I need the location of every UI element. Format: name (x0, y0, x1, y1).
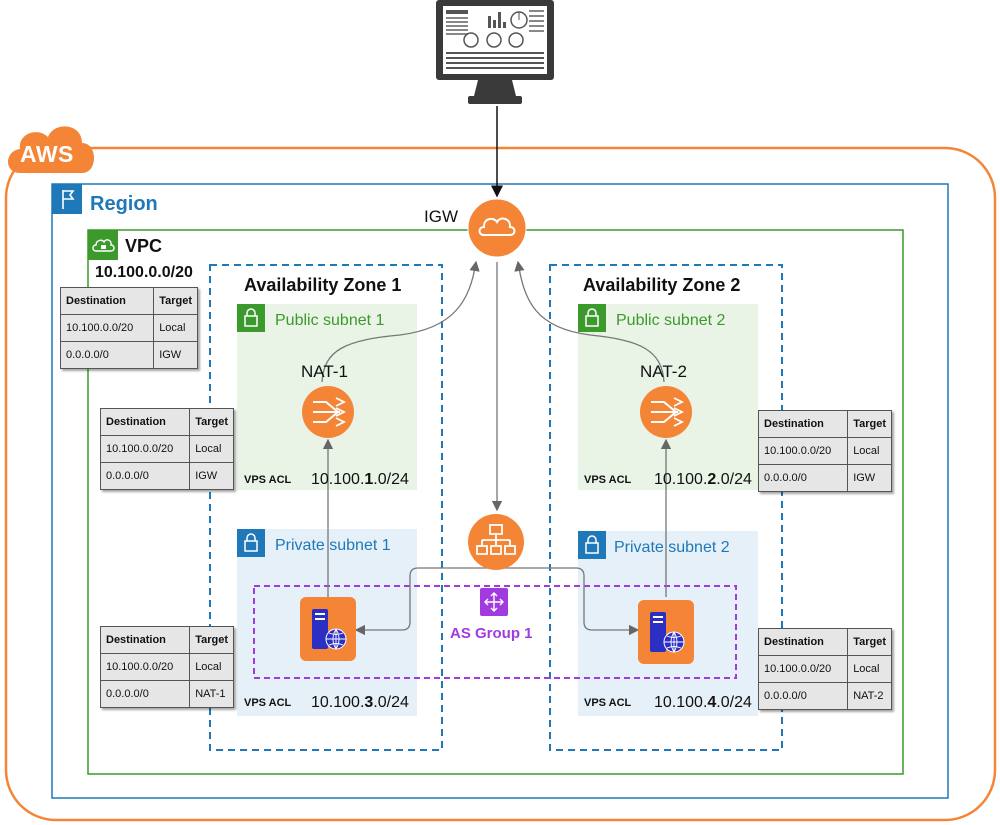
route-table-header: Destination (99, 626, 191, 654)
route-table-header: Target (189, 408, 234, 436)
acl-label-private-2: VPS ACL (584, 697, 632, 709)
route-target: Local (189, 435, 234, 463)
region-flag-icon (52, 184, 82, 214)
public-subnet-2-lock-icon (578, 304, 606, 332)
route-destination: 0.0.0.0/0 (757, 682, 849, 710)
acl-label-public-1: VPS ACL (244, 474, 292, 486)
availability-zone-1-boundary (209, 264, 443, 751)
route-target: Local (847, 655, 892, 683)
web-server-instance-2-icon[interactable] (638, 600, 694, 664)
acl-label-private-1: VPS ACL (244, 697, 292, 709)
nat2-to-igw-line (514, 260, 665, 383)
nat-gateway-1-icon[interactable] (300, 384, 356, 440)
nat-gateway-2-icon[interactable] (638, 384, 694, 440)
internet-gateway-icon[interactable] (466, 197, 528, 259)
as-group-label: AS Group 1 (450, 625, 533, 642)
availability-zone-2-boundary (549, 264, 783, 751)
as-group-boundary (253, 585, 737, 679)
availability-zone-1-title: Availability Zone 1 (244, 275, 402, 295)
private-subnet-2-lock-icon (578, 531, 606, 559)
cidr-public-subnet-2: 10.100.2.0/24 (654, 471, 752, 488)
route-destination: 10.100.0.0/20 (59, 314, 155, 342)
route-destination: 10.100.0.0/20 (757, 655, 849, 683)
private-subnet-1-title: Private subnet 1 (275, 537, 391, 554)
route-table-header: Target (847, 628, 892, 656)
route-table-header: Target (189, 626, 234, 654)
route-destination: 10.100.0.0/20 (99, 435, 191, 463)
lb-to-instance1-line (354, 567, 497, 636)
route-target: Local (847, 437, 892, 465)
vpc-title: VPC (125, 236, 163, 256)
private-subnet-1-lock-icon (237, 529, 265, 557)
public-subnet-2-title: Public subnet 2 (616, 312, 726, 329)
cidr-private-subnet-1: 10.100.3.0/24 (311, 694, 409, 711)
route-table-header: Destination (757, 628, 849, 656)
route-table-header: Destination (757, 410, 849, 438)
route-target: IGW (189, 462, 234, 490)
route-destination: 10.100.0.0/20 (99, 653, 191, 681)
route-destination: 0.0.0.0/0 (99, 462, 191, 490)
availability-zone-2-title: Availability Zone 2 (583, 275, 741, 295)
vpc-cloud-lock-icon (88, 230, 118, 260)
route-destination: 0.0.0.0/0 (757, 464, 849, 492)
aws-cloud-icon (8, 126, 94, 173)
aws-cloud-boundary (4, 146, 997, 822)
route-target: Local (153, 314, 198, 342)
private-subnet-2-title: Private subnet 2 (614, 539, 730, 556)
route-target: NAT-1 (189, 680, 234, 708)
monitor-dashboard-icon (436, 0, 554, 104)
route-target: NAT-2 (847, 682, 892, 710)
load-balancer-icon[interactable] (466, 512, 526, 572)
region-boundary (51, 183, 949, 799)
route-destination: 0.0.0.0/0 (59, 341, 155, 369)
acl-label-public-2: VPS ACL (584, 474, 632, 486)
cidr-private-subnet-2: 10.100.4.0/24 (654, 694, 752, 711)
vpc-cidr: 10.100.0.0/20 (95, 264, 193, 281)
route-destination: 10.100.0.0/20 (757, 437, 849, 465)
route-table-header: Destination (59, 287, 155, 315)
lb-to-instance2-line (497, 567, 640, 636)
auto-scaling-group-icon (480, 588, 508, 616)
cidr-public-subnet-1: 10.100.1.0/24 (311, 471, 409, 488)
route-table-header: Target (847, 410, 892, 438)
route-table-header: Destination (99, 408, 191, 436)
route-target: IGW (153, 341, 198, 369)
web-server-instance-1-icon[interactable] (300, 597, 356, 661)
region-title: Region (90, 193, 158, 215)
route-table-header: Target (153, 287, 198, 315)
route-target: Local (189, 653, 234, 681)
igw-label: IGW (424, 207, 458, 226)
nat1-to-igw-line (321, 260, 480, 383)
route-destination: 0.0.0.0/0 (99, 680, 191, 708)
public-subnet-1-title: Public subnet 1 (275, 312, 385, 329)
aws-label: AWS (20, 141, 74, 167)
nat-2-label: NAT-2 (640, 362, 687, 381)
public-subnet-1-lock-icon (237, 304, 265, 332)
nat-1-label: NAT-1 (301, 362, 348, 381)
route-target: IGW (847, 464, 892, 492)
